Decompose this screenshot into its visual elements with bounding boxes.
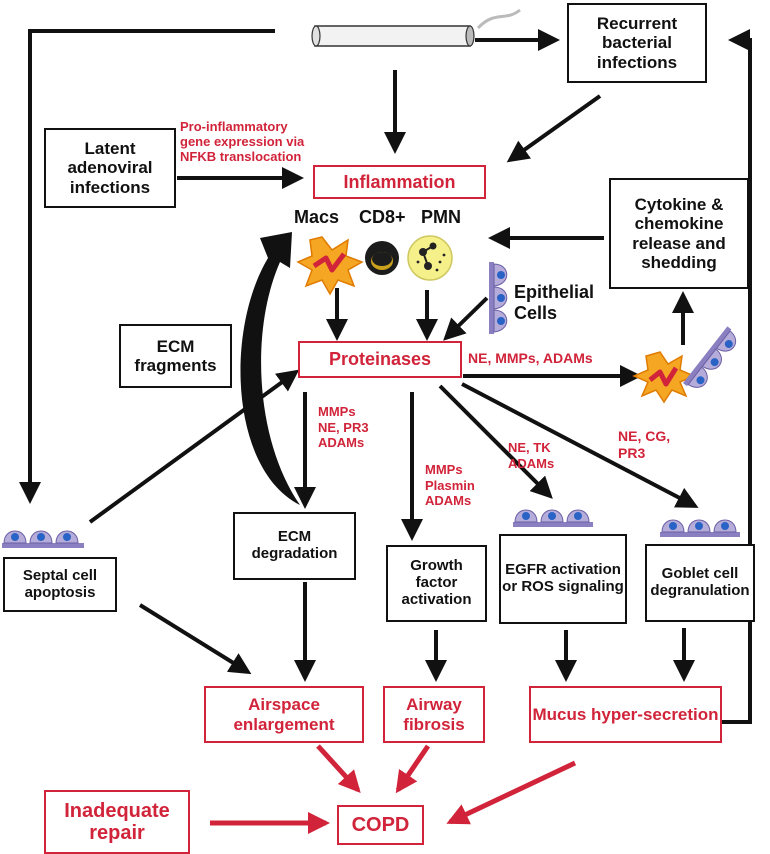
cd8-cell-icon <box>365 241 399 275</box>
growth-factor-box: Growth factor activation <box>386 545 487 622</box>
pmn-label: PMN <box>421 207 461 227</box>
macrophage-icon <box>296 236 364 296</box>
proteinases-box: Proteinases <box>298 341 462 378</box>
cigarette-icon <box>311 8 521 47</box>
inadequate-repair-box: Inadequate repair <box>44 790 190 854</box>
copd-box: COPD <box>337 805 424 845</box>
ne-cg-pr3-label: NE, CG, PR3 <box>618 428 671 461</box>
arrow-infections-to-inflammation <box>506 94 602 163</box>
pro-inflammatory-label: Pro-inflammatory gene expression via NFK… <box>180 119 305 164</box>
airway-fibrosis-box: Airway fibrosis <box>383 686 485 743</box>
septal-apoptosis-box: Septal cell apoptosis <box>3 557 117 612</box>
recurrent-infections-box: Recurrent bacterial infections <box>567 3 707 83</box>
cd8-label: CD8+ <box>359 207 406 227</box>
septal-epithelium-icon <box>2 530 84 548</box>
ecm-degradation-box: ECM degradation <box>233 512 356 580</box>
egfr-epithelium-icon <box>513 509 593 527</box>
arrow-proteinases-to-goblet <box>461 382 699 508</box>
arrow-proteinases-to-egfr <box>438 384 553 499</box>
cytokine-release-box: Cytokine & chemokine release and sheddin… <box>609 178 749 289</box>
macs-label: Macs <box>294 207 340 227</box>
inflammation-box: Inflammation <box>313 165 486 199</box>
ecm-fragments-box: ECM fragments <box>119 324 232 388</box>
arrow-smoke-to-septal <box>19 29 275 504</box>
arrow-airspace-to-copd <box>316 744 361 793</box>
ecm-feedback-swoosh <box>240 232 300 505</box>
pmn-cell-icon <box>407 235 453 281</box>
black-arrows <box>19 29 752 724</box>
arrow-septal-to-airspace <box>138 603 252 675</box>
arrow-mucus-to-infections <box>722 29 752 724</box>
mmps-plasmin-label: MMPs Plasmin ADAMs <box>425 462 475 509</box>
latent-adenoviral-box: Latent adenoviral infections <box>44 128 176 208</box>
ne-tk-label: NE, TK ADAMs <box>508 440 555 471</box>
epithelial-cells-label: Epithelial Cells <box>514 282 595 323</box>
epithelial-cell-icon <box>489 262 508 334</box>
airspace-box: Airspace enlargement <box>204 686 364 743</box>
mmps-ne-pr3-label: MMPs NE, PR3 ADAMs <box>318 404 369 451</box>
egfr-box: EGFR activation or ROS signaling <box>499 534 627 624</box>
goblet-box: Goblet cell degranulation <box>645 544 755 622</box>
mucus-box: Mucus hyper-secretion <box>529 686 722 743</box>
goblet-epithelium-icon <box>660 519 740 537</box>
arrow-epithelial-to-proteinases <box>443 296 489 341</box>
shedding-icon <box>632 326 736 404</box>
arrow-fibrosis-to-copd <box>395 744 431 794</box>
ne-mmps-adams-label: NE, MMPs, ADAMs <box>468 350 593 366</box>
red-arrows <box>210 744 577 834</box>
arrow-mucus-to-copd <box>446 760 577 825</box>
